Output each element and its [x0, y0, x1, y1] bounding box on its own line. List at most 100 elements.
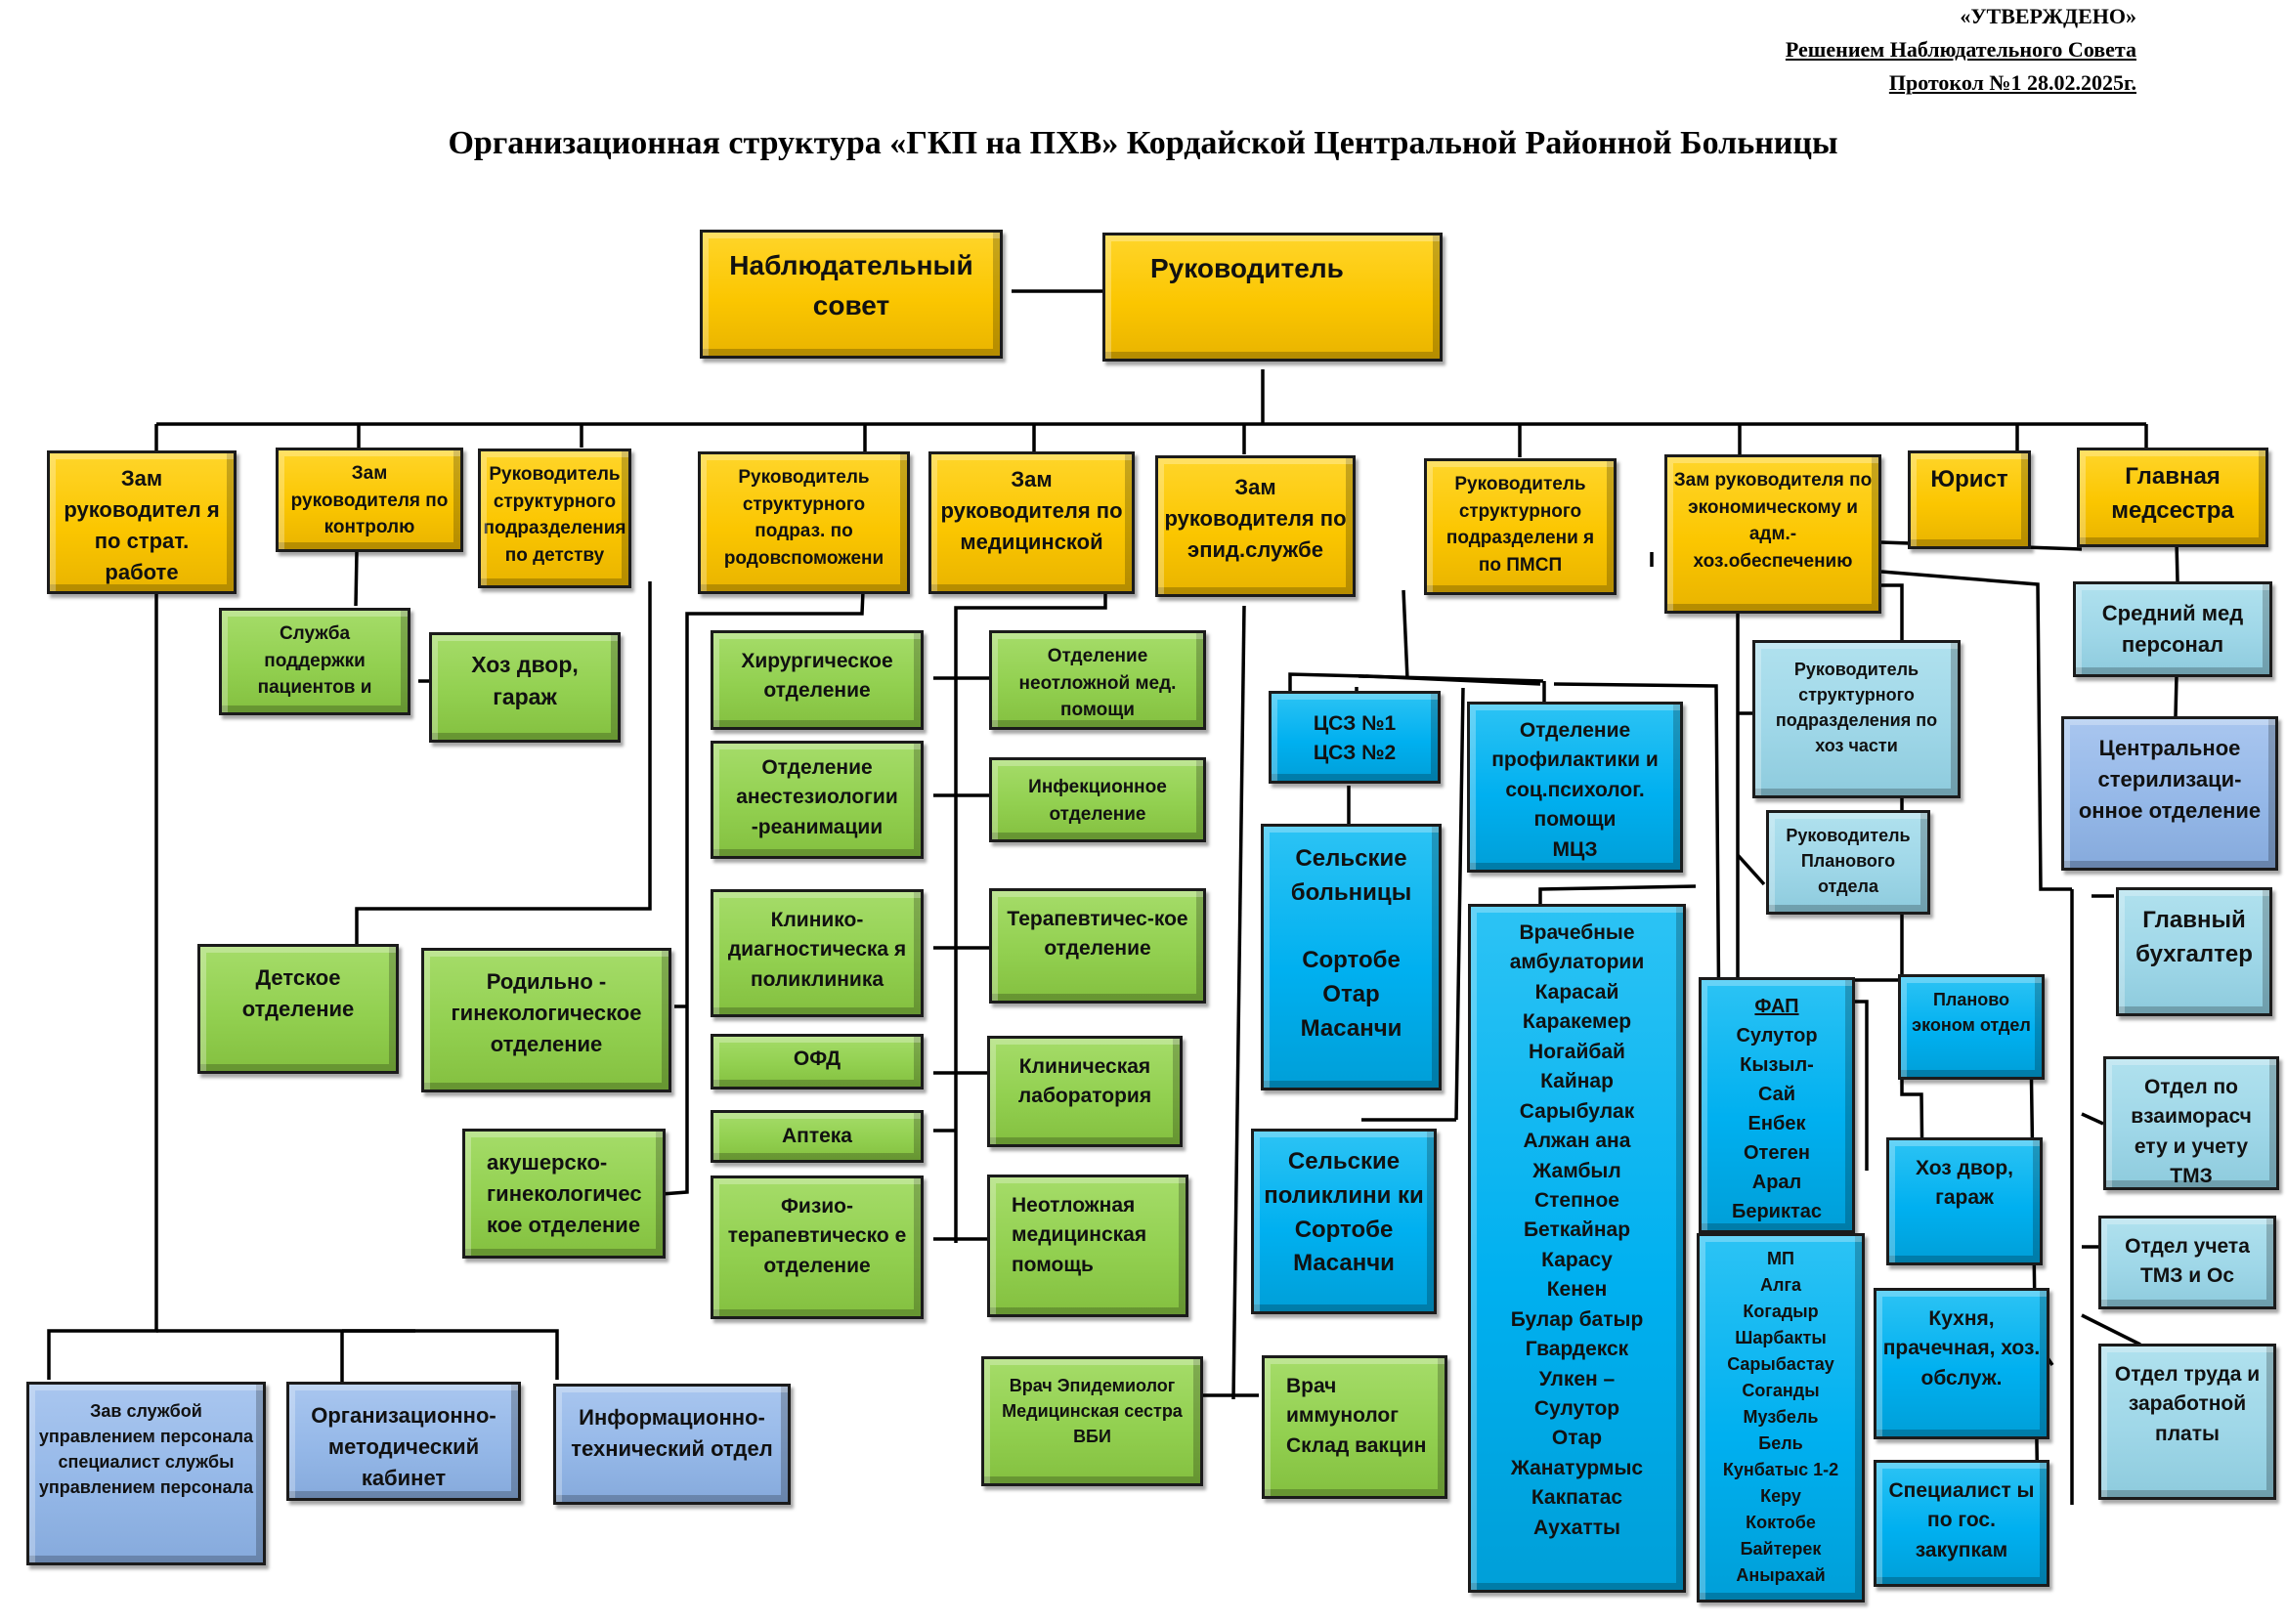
- list-item: Сай: [1757, 1084, 1796, 1105]
- list-item: Музбель: [1743, 1407, 1819, 1427]
- node-deputy-strategy[interactable]: Зам руководител я по страт. работе: [47, 450, 237, 594]
- list-item: Керу: [1760, 1486, 1801, 1506]
- list-item: Бель: [1758, 1433, 1803, 1453]
- approval-stamp-text: «УТВЕРЖДЕНО»: [1960, 4, 2136, 28]
- node-mid-staff[interactable]: Средний мед персонал: [2073, 581, 2272, 677]
- fap-heading: ФАП: [1754, 996, 1799, 1017]
- list-item: Карасу: [1541, 1248, 1613, 1271]
- node-head-obstetrics[interactable]: Руководитель структурного подраз. по род…: [698, 451, 910, 594]
- node-supervisory-board[interactable]: Наблюдательный совет: [700, 230, 1003, 359]
- node-deputy-economic[interactable]: Зам руководителя по экономическому и адм…: [1664, 454, 1881, 614]
- list-item: Беткайнар: [1523, 1218, 1631, 1242]
- node-immunologist[interactable]: Врач иммунолог Склад вакцин: [1262, 1355, 1447, 1499]
- list-item: Карасай: [1534, 980, 1619, 1004]
- node-methodical-office[interactable]: Организационно-методический кабинет: [286, 1382, 521, 1501]
- list-item: Улкен –: [1538, 1367, 1616, 1390]
- node-epidemiologist[interactable]: Врач Эпидемиолог Медицинская сестра ВБИ: [981, 1356, 1203, 1486]
- node-clinical-lab[interactable]: Клиническая лаборатория: [987, 1036, 1183, 1147]
- node-pediatric[interactable]: Детское отделение: [197, 944, 399, 1074]
- node-director[interactable]: Руководитель: [1102, 233, 1443, 362]
- ambulatories-heading: Врачебные амбулатории: [1509, 921, 1645, 974]
- list-item: Какпатас: [1531, 1486, 1623, 1510]
- list-item: Кызыл-: [1740, 1054, 1814, 1076]
- node-pharmacy[interactable]: Аптека: [711, 1110, 924, 1163]
- list-item: Бериктас: [1731, 1201, 1823, 1222]
- node-settlements[interactable]: Отдел по взаиморасч ету и учету ТМЗ: [2103, 1056, 2279, 1190]
- node-obstetric-gyn[interactable]: акушерско-гинекологичес кое отделение: [462, 1129, 666, 1259]
- node-patient-support[interactable]: Служба поддержки пациентов и: [219, 608, 410, 715]
- node-hr-service[interactable]: Зав службой управлением персонала специа…: [26, 1382, 266, 1565]
- node-it-department[interactable]: Информационно-технический отдел: [553, 1384, 791, 1505]
- node-procurement[interactable]: Специалист ы по гос. закупкам: [1874, 1460, 2049, 1587]
- list-item: Арал: [1751, 1172, 1802, 1193]
- node-head-childhood[interactable]: Руководитель структурного подразделения …: [478, 449, 631, 588]
- node-rural-polyclinics[interactable]: Сельские поликлини ки Сортобе Масанчи: [1251, 1129, 1437, 1314]
- page-title: Организационная структура «ГКП на ПХВ» К…: [448, 125, 1838, 161]
- node-deputy-epid[interactable]: Зам руководителя по эпид.службе: [1155, 455, 1356, 597]
- list-item: Степное: [1533, 1188, 1619, 1212]
- node-head-pmsp[interactable]: Руководитель структурного подразделени я…: [1424, 458, 1617, 595]
- list-item: Коктобе: [1746, 1513, 1816, 1532]
- list-item: Отар: [1551, 1427, 1603, 1450]
- list-item: Сулутор: [1533, 1397, 1620, 1420]
- node-yard-garage-econ[interactable]: Хоз двор, гараж: [1886, 1137, 2043, 1265]
- node-emergency-dept[interactable]: Отделение неотложной мед. помощи: [989, 630, 1206, 730]
- node-surgery[interactable]: Хирургическое отделение: [711, 630, 924, 730]
- list-item: Анырахай: [1736, 1565, 1826, 1585]
- list-item: Булар батыр: [1510, 1307, 1644, 1331]
- list-item: Соганды: [1742, 1381, 1820, 1400]
- list-item: Жанатурмыс: [1510, 1456, 1644, 1479]
- list-item: Кайнар: [1540, 1070, 1614, 1093]
- list-item: Алжан ана: [1523, 1130, 1631, 1153]
- node-head-household[interactable]: Руководитель структурного подразделения …: [1752, 640, 1961, 798]
- list-item: Жамбыл: [1532, 1159, 1621, 1182]
- node-anesthesiology[interactable]: Отделение анестезиологии -реанимации: [711, 741, 924, 859]
- list-item: Сарыбастау: [1727, 1354, 1834, 1374]
- node-therapy[interactable]: Терапевтичес-кое отделение: [989, 888, 1206, 1004]
- list-item: Шарбакты: [1735, 1328, 1827, 1347]
- node-physiotherapy[interactable]: Физио-терапевтическо е отделение: [711, 1175, 924, 1319]
- list-item: Кенен: [1546, 1278, 1608, 1302]
- node-tmz-os[interactable]: Отдел учета ТМЗ и Ос: [2098, 1216, 2276, 1309]
- node-kitchen-laundry[interactable]: Кухня, прачечная, хоз. обслуж.: [1874, 1288, 2049, 1439]
- node-deputy-medical[interactable]: Зам руководителя по медицинской: [928, 451, 1135, 594]
- list-item: Енбек: [1747, 1113, 1806, 1134]
- approval-protocol: Протокол №1 28.02.2025г.: [1888, 70, 2136, 95]
- approval-decision: Решением Наблюдательного Совета: [1785, 37, 2136, 62]
- node-infectious[interactable]: Инфекционное отделение: [989, 757, 1206, 842]
- node-rural-hospitals[interactable]: Сельские больницы Сортобе Отар Масанчи: [1261, 824, 1442, 1090]
- node-chief-accountant[interactable]: Главный бухгалтер: [2116, 887, 2272, 1016]
- list-item: Аухатты: [1533, 1516, 1620, 1539]
- node-prevention[interactable]: Отделение профилактики и соц.психолог. п…: [1467, 702, 1683, 873]
- list-item: Байтерек: [1740, 1539, 1822, 1559]
- mp-heading: МП: [1767, 1249, 1794, 1268]
- node-csz[interactable]: ЦСЗ №1 ЦСЗ №2: [1269, 691, 1441, 784]
- node-labor-salary[interactable]: Отдел труда и заработной платы: [2098, 1344, 2276, 1500]
- list-item: Кунбатыс 1-2: [1722, 1460, 1839, 1479]
- list-item: Отеген: [1743, 1142, 1810, 1164]
- list-item: Сулутор: [1736, 1025, 1818, 1047]
- list-item: Алга: [1760, 1275, 1801, 1295]
- node-lawyer[interactable]: Юрист: [1908, 450, 2031, 549]
- node-head-planning[interactable]: Руководитель Планового отдела: [1766, 810, 1930, 915]
- node-emergency-care[interactable]: Неотложная медицинская помощь: [987, 1175, 1188, 1317]
- node-deputy-control[interactable]: Зам руководителя по контролю: [276, 448, 463, 552]
- approval-stamp: «УТВЕРЖДЕНО» Решением Наблюдательного Со…: [1786, 0, 2136, 100]
- list-item: Гвардекск: [1525, 1338, 1629, 1361]
- node-yard-garage-control[interactable]: Хоз двор, гараж: [429, 632, 621, 743]
- list-item: Сарыбулак: [1519, 1099, 1635, 1123]
- list-item: Каракемер: [1522, 1010, 1632, 1034]
- node-sterilization[interactable]: Центральное стерилизаци-онное отделение: [2061, 716, 2278, 871]
- node-planning-econ[interactable]: Планово эконом отдел: [1898, 974, 2045, 1080]
- node-diagnostic-polyclinic[interactable]: Клинико-диагностическа я поликлиника: [711, 889, 924, 1017]
- node-ofd[interactable]: ОФД: [711, 1034, 924, 1090]
- node-head-nurse[interactable]: Главная медсестра: [2077, 448, 2268, 547]
- list-item: Когадыр: [1743, 1302, 1819, 1321]
- list-item: Ногайбай: [1529, 1040, 1625, 1063]
- node-maternity[interactable]: Родильно - гинекологическое отделение: [421, 948, 671, 1092]
